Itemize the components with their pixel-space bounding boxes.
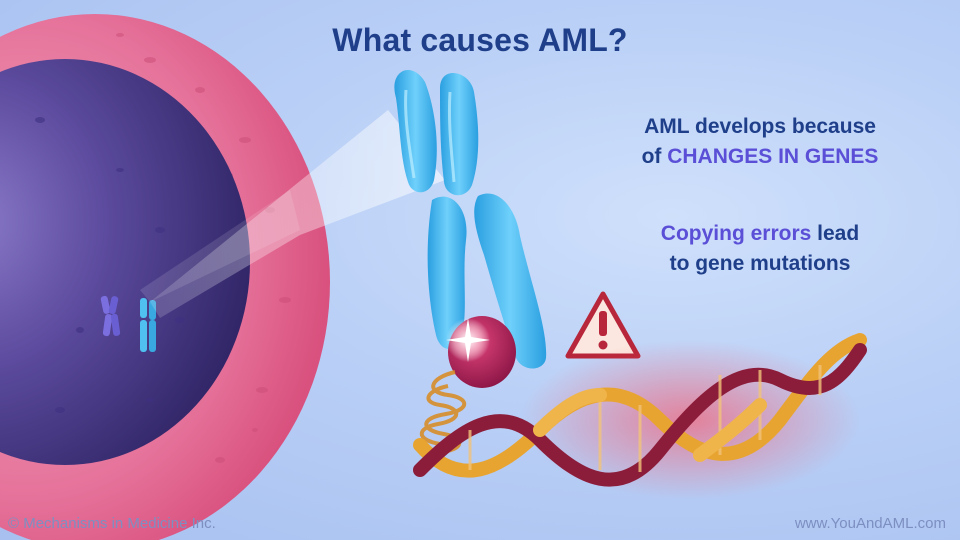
fact-genes-highlight: CHANGES IN GENES (667, 145, 879, 168)
fact-genes-line2: of CHANGES IN GENES (560, 142, 960, 172)
fact-mutations-suffix: lead (811, 222, 860, 245)
zoom-beam (150, 110, 445, 318)
fact-mutations-line1: Copying errors lead (560, 219, 960, 249)
dna-helix (413, 333, 867, 500)
slide-title: What causes AML? (332, 22, 628, 58)
website-link[interactable]: www.YouAndAML.com (794, 515, 946, 532)
fact-mutations-highlight: Copying errors (660, 222, 812, 245)
fact-genes-line1: AML develops because (644, 115, 876, 138)
nucleus (0, 59, 250, 465)
fact-mutations-line2: to gene mutations (669, 252, 851, 275)
fact-mutations: Copying errors lead to gene mutations (560, 219, 960, 279)
fact-genes: AML develops because of CHANGES IN GENES (560, 112, 960, 172)
fact-genes-prefix: of (641, 145, 668, 168)
mutation-spark (446, 318, 490, 362)
copyright-text: © Mechanisms in Medicine Inc. (8, 515, 216, 532)
